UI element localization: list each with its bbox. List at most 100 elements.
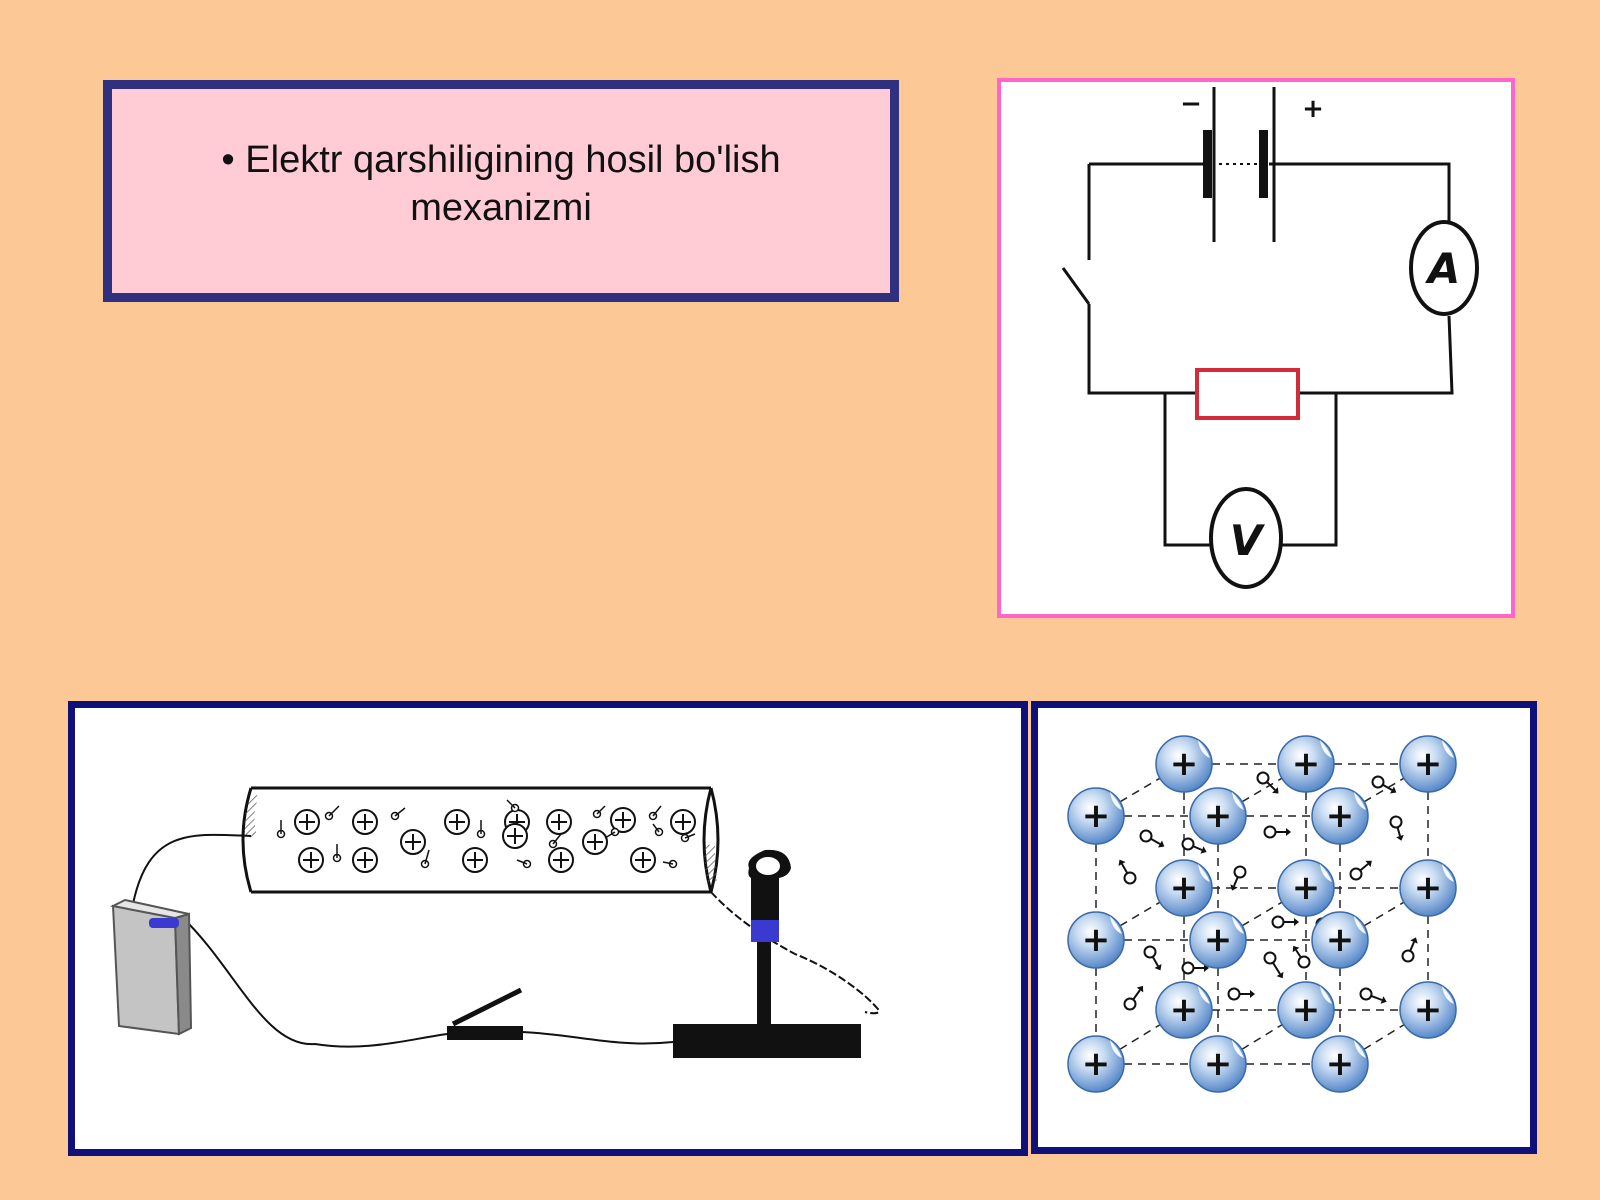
plus-sign: + — [1302, 94, 1324, 124]
lattice-ion: + — [1277, 981, 1335, 1039]
conductor-diagram — [109, 786, 880, 1058]
lattice-ion: + — [1399, 859, 1457, 917]
switch — [1061, 267, 1091, 305]
voltmeter: V — [1209, 487, 1283, 589]
free-electron — [516, 859, 532, 869]
positive-ion — [352, 809, 378, 835]
free-electron — [1256, 771, 1279, 794]
wire-right — [710, 891, 880, 1015]
ion-plus-sign: + — [1082, 796, 1111, 836]
free-electron — [592, 805, 606, 819]
minus-sign: − — [1180, 89, 1202, 119]
ion-plus-sign: + — [1292, 868, 1321, 908]
conductor-cylinder — [241, 786, 720, 894]
positive-ion — [546, 809, 572, 835]
positive-ion — [352, 847, 378, 873]
lattice-ion: + — [1311, 1035, 1369, 1093]
positive-ion — [502, 823, 528, 849]
ion-plus-sign: + — [1326, 920, 1355, 960]
title-line-1: Elektr qarshiligining hosil bo'lish — [245, 138, 781, 181]
free-electron — [506, 799, 520, 813]
wire-bottom — [182, 917, 448, 1048]
free-electron — [1389, 815, 1404, 841]
positive-ion — [582, 829, 608, 855]
free-electron — [1227, 987, 1255, 1001]
free-electron — [648, 805, 662, 821]
positive-ion — [610, 807, 636, 833]
free-electron — [1349, 860, 1372, 881]
title-bullet: • — [221, 138, 235, 181]
free-electron — [420, 849, 430, 869]
lattice-ion: + — [1311, 787, 1369, 845]
ion-plus-sign: + — [1414, 990, 1443, 1030]
free-electron — [652, 823, 664, 837]
resistor — [1195, 368, 1300, 420]
battery — [1203, 87, 1276, 242]
ammeter-label: A — [1425, 244, 1461, 293]
ion-plus-sign: + — [1082, 920, 1111, 960]
positive-ion — [548, 847, 574, 873]
free-electron — [276, 820, 286, 839]
ammeter: A — [1409, 220, 1479, 316]
free-electron — [604, 827, 620, 839]
lattice-ion: + — [1189, 911, 1247, 969]
ion-plus-sign: + — [1326, 1044, 1355, 1084]
title-box: • Elektr qarshiligining hosil bo'lish me… — [103, 80, 899, 302]
lattice-ion: + — [1399, 981, 1457, 1039]
lattice-ion: + — [1155, 735, 1213, 793]
free-electron — [1181, 961, 1209, 975]
positive-ion — [400, 829, 426, 855]
lattice-ion: + — [1311, 911, 1369, 969]
ion-plus-sign: + — [1292, 990, 1321, 1030]
ion-plus-sign: + — [1326, 796, 1355, 836]
voltmeter-label: V — [1230, 516, 1266, 565]
slide-title: • Elektr qarshiligining hosil bo'lish me… — [181, 136, 821, 232]
ion-plus-sign: + — [1170, 990, 1199, 1030]
positive-ion — [298, 847, 324, 873]
lattice-ion: + — [1067, 911, 1125, 969]
conductor-diagram-panel — [68, 701, 1028, 1156]
free-electron — [476, 820, 486, 839]
crystal-lattice-panel: ++++++++++++++++++ — [1031, 701, 1537, 1154]
lattice-ion: + — [1067, 1035, 1125, 1093]
positive-ion — [444, 809, 470, 835]
probe-stand — [673, 849, 861, 1058]
lattice-ion: + — [1067, 787, 1125, 845]
lattice-ion: + — [1155, 859, 1213, 917]
free-electron — [332, 844, 342, 863]
free-electron — [548, 833, 562, 849]
free-electron — [680, 833, 696, 843]
ion-plus-sign: + — [1170, 744, 1199, 784]
free-electron — [1123, 985, 1144, 1011]
free-electron — [1263, 951, 1284, 979]
ion-plus-sign: + — [1204, 920, 1233, 960]
free-electron — [662, 859, 678, 869]
wire-left — [132, 833, 252, 905]
ion-plus-sign: + — [1414, 744, 1443, 784]
free-electron — [1359, 987, 1387, 1004]
lattice-ion: + — [1189, 1035, 1247, 1093]
free-electron — [390, 807, 406, 821]
ion-plus-sign: + — [1414, 868, 1443, 908]
crystal-lattice-diagram: ++++++++++++++++++ — [1067, 735, 1457, 1093]
free-electron — [1371, 775, 1397, 794]
positive-ion — [462, 847, 488, 873]
ion-plus-sign: + — [1204, 1044, 1233, 1084]
free-electron — [1181, 837, 1207, 854]
ion-plus-sign: + — [1292, 744, 1321, 784]
circuit-diagram: − + A V — [1061, 87, 1479, 589]
ion-plus-sign: + — [1082, 1044, 1111, 1084]
lattice-ion: + — [1399, 735, 1457, 793]
free-electron — [1230, 865, 1247, 891]
free-electron — [1118, 859, 1137, 885]
free-electron — [1271, 915, 1299, 929]
title-line-2: mexanizmi — [410, 186, 592, 229]
free-electron — [1263, 825, 1291, 839]
lattice-ion: + — [1277, 735, 1335, 793]
free-electron — [324, 805, 340, 821]
lattice-ion: + — [1277, 859, 1335, 917]
free-electron — [1139, 829, 1165, 848]
positive-ion — [294, 809, 320, 835]
free-electron — [1292, 945, 1311, 969]
lattice-ion: + — [1155, 981, 1213, 1039]
